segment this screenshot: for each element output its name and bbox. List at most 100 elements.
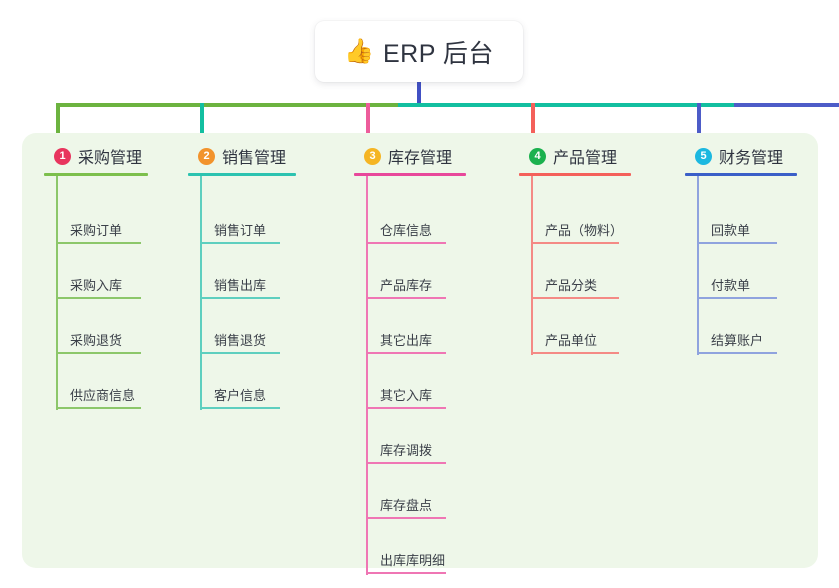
column-title-5: 财务管理 — [719, 150, 784, 167]
leaf-item[interactable]: 供应商信息 — [42, 358, 148, 413]
leaf-item[interactable]: 采购退货 — [42, 303, 148, 358]
leaf-item-rule — [697, 297, 777, 299]
leaf-item-label: 采购入库 — [70, 278, 123, 293]
leaf-item-label: 产品（物料） — [545, 223, 624, 238]
root-node-card[interactable]: 👍 ERP 后台 — [315, 21, 523, 82]
leaf-item-rule — [531, 242, 619, 244]
leaf-item[interactable]: 其它入库 — [352, 358, 466, 413]
leaf-item-label: 采购订单 — [70, 223, 123, 238]
leaf-item[interactable]: 结算账户 — [683, 303, 797, 358]
column-rule-3 — [354, 173, 466, 176]
leaf-item[interactable]: 库存盘点 — [352, 468, 466, 523]
column-items-1: 采购订单采购入库采购退货供应商信息 — [42, 176, 148, 413]
column-rule-4 — [519, 173, 631, 176]
leaf-item[interactable]: 产品库存 — [352, 248, 466, 303]
leaf-item-label: 销售退货 — [214, 333, 267, 348]
leaf-item-label: 产品库存 — [380, 278, 433, 293]
leaf-item-rule — [366, 297, 446, 299]
leaf-item[interactable]: 销售出库 — [186, 248, 296, 303]
branch-drop-4 — [531, 103, 535, 159]
leaf-item[interactable]: 产品（物料） — [517, 193, 631, 248]
column-spine-5 — [697, 176, 699, 355]
leaf-item[interactable]: 销售退货 — [186, 303, 296, 358]
leaf-item[interactable]: 回款单 — [683, 193, 797, 248]
leaf-item[interactable]: 产品分类 — [517, 248, 631, 303]
column-badge-5: 5 — [695, 147, 712, 165]
column-items-2: 销售订单销售出库销售退货客户信息 — [186, 176, 296, 413]
leaf-item-rule — [366, 517, 446, 519]
column-3: 3 库存管理仓库信息产品库存其它出库其它入库库存调拨库存盘点出库库明细 — [352, 143, 466, 578]
leaf-item-label: 销售出库 — [214, 278, 267, 293]
bus-segment-teal — [398, 103, 736, 107]
leaf-item-label: 产品分类 — [545, 278, 598, 293]
leaf-item-label: 结算账户 — [711, 333, 764, 348]
leaf-item-rule — [697, 352, 777, 354]
column-badge-3: 3 — [364, 147, 381, 165]
leaf-item[interactable]: 客户信息 — [186, 358, 296, 413]
leaf-item[interactable]: 采购入库 — [42, 248, 148, 303]
leaf-item-label: 付款单 — [711, 278, 751, 293]
column-spine-3 — [366, 176, 368, 575]
leaf-item[interactable]: 产品单位 — [517, 303, 631, 358]
column-header-3[interactable]: 3 库存管理 — [352, 143, 466, 169]
leaf-item[interactable]: 销售订单 — [186, 193, 296, 248]
column-title-2: 销售管理 — [222, 150, 287, 167]
leaf-item-label: 其它入库 — [380, 388, 433, 403]
leaf-item[interactable]: 出库库明细 — [352, 523, 466, 578]
leaf-item-label: 产品单位 — [545, 333, 598, 348]
leaf-item-rule — [366, 242, 446, 244]
leaf-item-label: 销售订单 — [214, 223, 267, 238]
leaf-item-rule — [200, 297, 280, 299]
leaf-item-rule — [366, 352, 446, 354]
leaf-item-label: 仓库信息 — [380, 223, 433, 238]
column-title-3: 库存管理 — [388, 150, 453, 167]
column-spine-4 — [531, 176, 533, 355]
column-items-5: 回款单付款单结算账户 — [683, 176, 797, 358]
leaf-item[interactable]: 库存调拨 — [352, 413, 466, 468]
leaf-item-rule — [531, 297, 619, 299]
column-rule-5 — [685, 173, 797, 176]
leaf-item-rule — [531, 352, 619, 354]
thumbs-up-icon: 👍 — [344, 37, 374, 65]
column-rule-1 — [44, 173, 148, 176]
bus-segment-blue — [734, 103, 839, 107]
column-badge-4: 4 — [529, 147, 546, 165]
leaf-item-rule — [200, 352, 280, 354]
leaf-item-label: 库存调拨 — [380, 443, 433, 458]
column-items-3: 仓库信息产品库存其它出库其它入库库存调拨库存盘点出库库明细 — [352, 176, 466, 578]
column-spine-1 — [56, 176, 58, 410]
leaf-item[interactable]: 采购订单 — [42, 193, 148, 248]
leaf-item-label: 客户信息 — [214, 388, 267, 403]
column-items-4: 产品（物料） 产品分类产品单位 — [517, 176, 631, 358]
leaf-item[interactable]: 其它出库 — [352, 303, 466, 358]
leaf-item-rule — [56, 352, 141, 354]
leaf-item-label: 回款单 — [711, 223, 751, 238]
leaf-item-label: 其它出库 — [380, 333, 433, 348]
bus-segment-green — [56, 103, 400, 107]
leaf-item-rule — [697, 242, 777, 244]
mindmap-panel — [22, 133, 818, 568]
leaf-item-label: 采购退货 — [70, 333, 123, 348]
leaf-item-rule — [200, 242, 280, 244]
column-spine-2 — [200, 176, 202, 410]
leaf-item[interactable]: 仓库信息 — [352, 193, 466, 248]
column-title-1: 采购管理 — [78, 150, 143, 167]
root-node-title: ERP 后台 — [382, 39, 494, 68]
leaf-item-rule — [200, 407, 280, 409]
branch-drop-1 — [56, 103, 60, 159]
column-header-5[interactable]: 5 财务管理 — [683, 143, 797, 169]
leaf-item[interactable]: 付款单 — [683, 248, 797, 303]
leaf-item-rule — [56, 297, 141, 299]
leaf-item-label: 供应商信息 — [70, 388, 136, 403]
root-connector-stem — [417, 82, 421, 106]
leaf-item-rule — [366, 407, 446, 409]
branch-drop-3 — [366, 103, 370, 159]
column-5: 5 财务管理回款单付款单结算账户 — [683, 143, 797, 358]
leaf-item-rule — [366, 462, 446, 464]
